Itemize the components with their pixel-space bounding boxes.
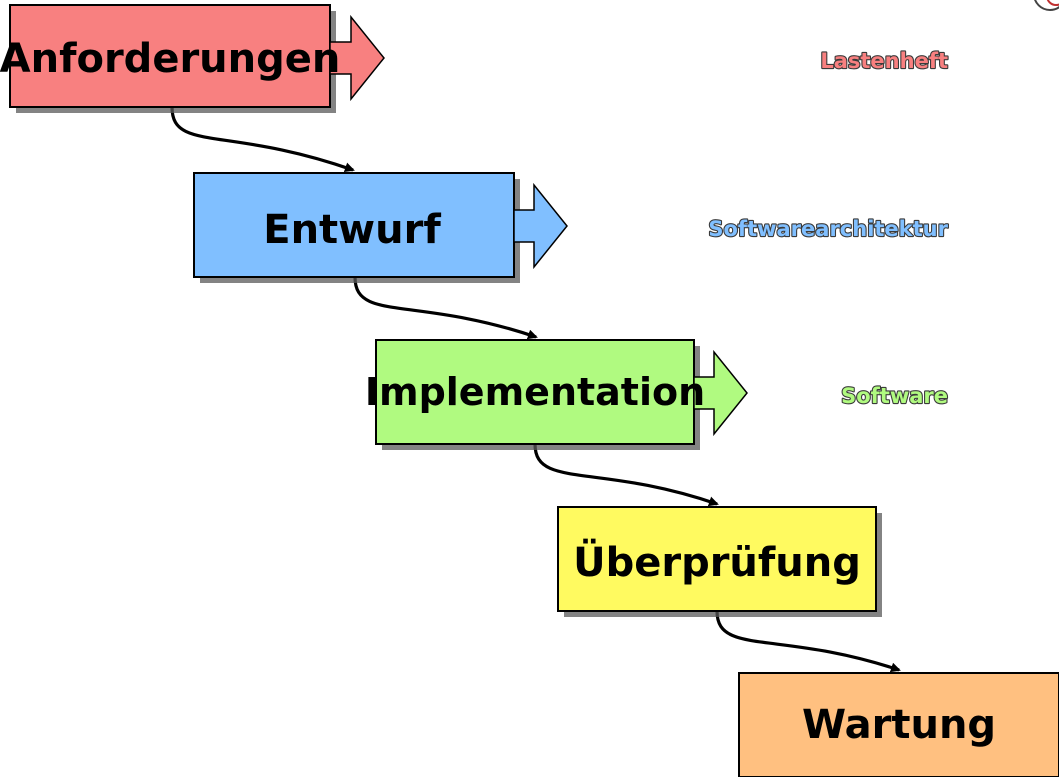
stage-implementation: Implementation Software (365, 339, 949, 450)
flow-arrow-4 (715, 610, 901, 673)
flow-arrow-1 (170, 106, 355, 173)
stage-label: Entwurf (263, 207, 441, 253)
stage-anforderungen: Anforderungen Lastenheft (0, 4, 949, 113)
stage-entwurf: Entwurf Softwarearchitektur (193, 172, 950, 283)
output-label: Softwarearchitektur (708, 217, 948, 241)
output-arrow (513, 182, 568, 270)
stage-box (738, 672, 1059, 777)
output-label: Software (841, 384, 948, 408)
stage-box (375, 339, 695, 445)
output-arrow (329, 14, 385, 102)
stage-label: Implementation (365, 370, 705, 414)
stage-label: Anforderungen (0, 36, 340, 82)
stage-box (557, 506, 877, 612)
corner-logo-fragment (1034, 0, 1059, 11)
stage-list: Anforderungen Lastenheft Entwurf Softwar… (0, 4, 1059, 777)
stage-label: Überprüfung (573, 538, 861, 586)
stage-box (193, 172, 515, 278)
stage-ueberpruefung: Überprüfung (557, 506, 882, 617)
flow-arrow-3 (533, 443, 719, 507)
stage-label: Wartung (802, 702, 996, 748)
output-arrow (693, 349, 748, 437)
output-label: Lastenheft (820, 49, 948, 73)
flow-connectors (170, 106, 901, 673)
stage-wartung: Wartung (738, 672, 1059, 777)
flow-arrow-2 (353, 276, 538, 340)
